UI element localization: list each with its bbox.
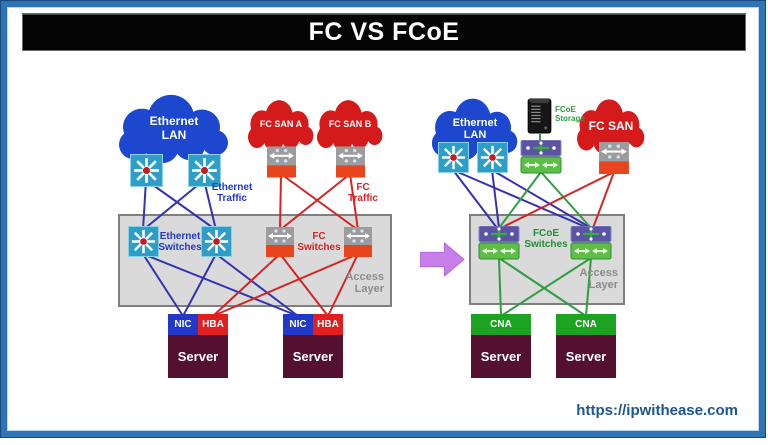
cloud-icon [317, 100, 383, 151]
ethernet-traffic-label: Ethernet Traffic [211, 182, 253, 204]
cna-badge: CNA [556, 314, 616, 335]
ethernet-switch-icon [128, 226, 159, 257]
hba-badge: HBA [198, 314, 228, 335]
cloud-label: Ethernet LAN [452, 116, 498, 141]
ethernet-links-fcoe-top [452, 169, 592, 229]
cloud-label: FC SAN A [259, 119, 303, 130]
server-label: Server [283, 335, 343, 378]
cloud-label: FC SAN [588, 118, 634, 133]
access-layer-label-fcoe: Access Layer [579, 267, 618, 292]
server-label: Server [471, 335, 531, 378]
fc-switch-icon [344, 227, 372, 257]
fc-switch-icon [599, 142, 629, 174]
hba-badge: HBA [313, 314, 343, 335]
fcoe-switch-icon [478, 226, 520, 260]
cloud-icon [248, 100, 314, 151]
fc-switch-icon [267, 146, 296, 178]
ethernet-switch-icon [201, 226, 232, 257]
fc-switches-label: FC Switches [297, 231, 341, 253]
server-label: Server [168, 335, 228, 378]
fc-server-1: NIC HBA Server [168, 314, 228, 378]
fcoe-storage-label: FCoE Storage [555, 105, 585, 124]
nic-badge: NIC [283, 314, 313, 335]
fc-links-fc-bottom [212, 253, 359, 317]
fcoe-switch-icon [570, 226, 612, 260]
ethernet-switch-icon [438, 142, 469, 173]
page-border [1, 1, 765, 437]
cloud-label: Ethernet LAN [149, 114, 199, 142]
server-label: Server [556, 335, 616, 378]
fc-switch-icon [336, 146, 365, 178]
fcoe-server-1: CNA Server [471, 314, 531, 378]
ethernet-switch-icon [477, 142, 508, 173]
cloud-label: FC SAN B [328, 119, 372, 130]
fc-links-fcoe-top [500, 171, 615, 229]
cloud-icon [119, 94, 228, 164]
ethernet-switch-icon [188, 154, 221, 187]
title-bar: FC VS FCoE [22, 13, 746, 51]
ethernet-lan-cloud-fc: Ethernet LAN [114, 92, 234, 170]
fcoe-switch-icon [520, 140, 562, 174]
ethernet-links-fc-bottom [142, 253, 299, 317]
fcoe-switches-label: FCoE Switches [524, 228, 568, 250]
ethernet-links-fc-top [142, 179, 217, 231]
fc-switch-icon [266, 227, 294, 257]
fcoe-server-2: CNA Server [556, 314, 616, 378]
page-title: FC VS FCoE [308, 17, 460, 46]
fcoe-storage-icon [527, 98, 552, 134]
ethernet-switches-label: Ethernet Switches [158, 231, 202, 253]
fc-san-b-cloud: FC SAN B [314, 98, 386, 156]
fc-traffic-label: FC Traffic [347, 182, 378, 204]
website-url: https://ipwithease.com [576, 402, 738, 419]
fc-server-2: NIC HBA Server [283, 314, 343, 378]
ethernet-switch-icon [130, 154, 163, 187]
fc-san-a-cloud: FC SAN A [245, 98, 317, 156]
nic-badge: NIC [168, 314, 198, 335]
access-layer-label-fc: Access Layer [345, 271, 384, 296]
fcoe-links-bottom [498, 257, 592, 317]
fc-links-fc-top [279, 173, 359, 231]
transition-arrow-icon [420, 242, 465, 277]
cna-badge: CNA [471, 314, 531, 335]
